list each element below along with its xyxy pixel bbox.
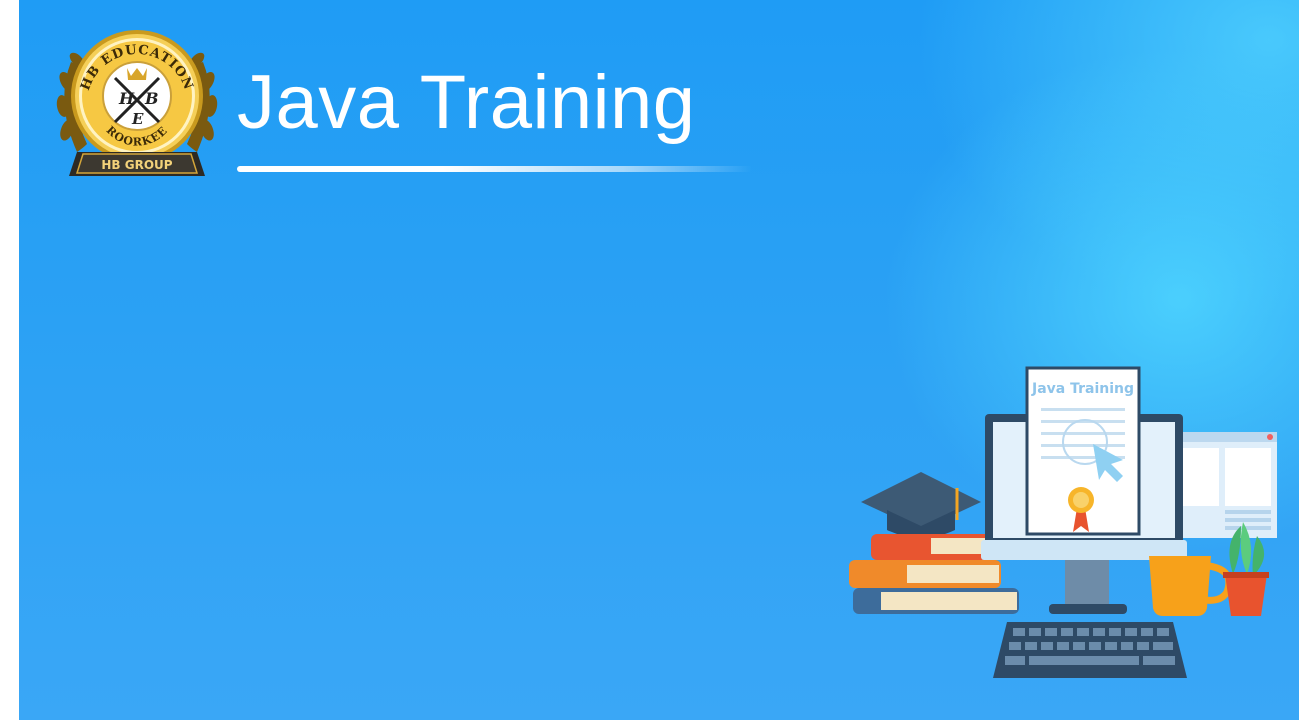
graduation-cap-icon bbox=[861, 472, 981, 538]
crown-icon bbox=[127, 68, 147, 80]
monogram-b: B bbox=[144, 89, 159, 108]
title-underline bbox=[237, 166, 752, 172]
training-illustration: Java Training bbox=[849, 366, 1277, 678]
logo-ribbon-text: HB GROUP bbox=[101, 158, 172, 172]
keyboard-icon bbox=[993, 622, 1187, 678]
certificate-icon: Java Training bbox=[1025, 366, 1141, 536]
hb-education-logo: HB EDUCATION ROORKEE H B E HB GROUP bbox=[56, 30, 218, 176]
cursor-arrow-icon bbox=[1093, 444, 1123, 482]
slide-background: HB EDUCATION ROORKEE H B E HB GROUP Java… bbox=[19, 0, 1299, 720]
certificate-title: Java Training bbox=[1031, 381, 1134, 397]
browser-window-icon bbox=[1173, 432, 1277, 538]
monogram-e: E bbox=[131, 110, 144, 128]
page-title: Java Training bbox=[237, 60, 696, 145]
potted-plant-icon bbox=[1223, 522, 1269, 616]
coffee-mug-icon bbox=[1149, 556, 1233, 616]
award-ribbon-icon bbox=[1068, 487, 1094, 532]
monogram-h: H bbox=[118, 89, 135, 108]
